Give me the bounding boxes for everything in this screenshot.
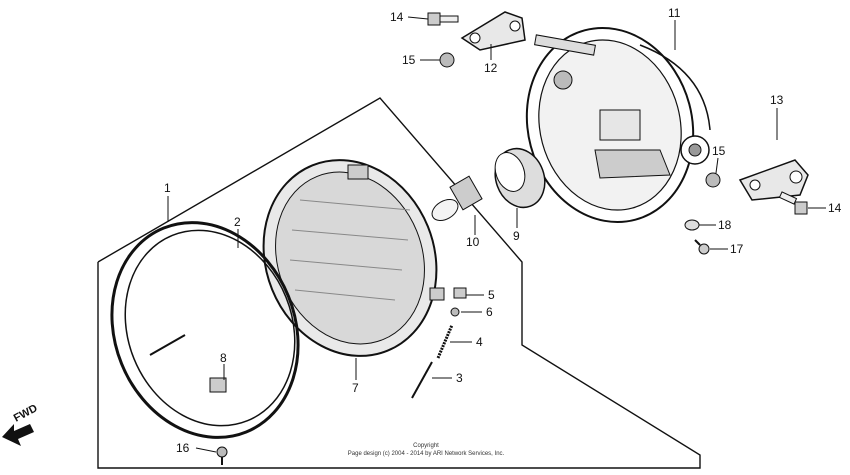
part-washer-18 [684, 219, 700, 231]
callout-18: 18 [718, 218, 732, 232]
part-nut-15-right [705, 172, 721, 188]
part-sealed-beam-7 [262, 159, 445, 357]
leader-lines [167, 16, 826, 453]
part-spring-4 [436, 324, 454, 359]
callout-17: 17 [730, 242, 744, 256]
part-nut-6 [450, 307, 460, 317]
part-screw-3 [411, 361, 433, 399]
part-nut-5 [453, 287, 467, 299]
callout-1: 1 [164, 181, 171, 195]
callout-numbers: 1 2 3 4 5 6 7 8 9 10 11 12 13 14 14 15 1… [164, 6, 842, 455]
callout-12: 12 [484, 61, 498, 75]
part-bolt-14-top [427, 12, 459, 26]
copyright-line-2: Page design (c) 2004 - 2014 by ARI Netwo… [348, 451, 505, 457]
callout-10: 10 [466, 235, 480, 249]
part-rim-2 [124, 229, 296, 427]
part-socket-9 [494, 147, 546, 209]
callout-4: 4 [476, 335, 483, 349]
callout-2: 2 [234, 215, 241, 229]
callout-8: 8 [220, 351, 227, 365]
part-bracket-13 [738, 159, 809, 201]
part-screw-17 [694, 239, 710, 255]
callout-15-top: 15 [402, 53, 416, 67]
part-headlight-case [525, 26, 711, 224]
callout-3: 3 [456, 371, 463, 385]
callout-6: 6 [486, 305, 493, 319]
callout-9: 9 [513, 229, 520, 243]
part-bracket-12 [460, 11, 526, 51]
fwd-label: FWD [12, 402, 40, 424]
assembly-boundary [97, 97, 701, 469]
callout-15-right: 15 [712, 144, 726, 158]
callout-14-top: 14 [390, 10, 404, 24]
part-nut-15-top [439, 52, 455, 68]
callout-7: 7 [352, 381, 359, 395]
part-bolt-14-right [778, 191, 808, 215]
forward-direction-arrow: FWD [2, 402, 40, 446]
callout-11: 11 [668, 6, 681, 20]
copyright-line-1: Copyright [413, 443, 439, 449]
callout-13: 13 [770, 93, 784, 107]
callout-14-right: 14 [828, 201, 842, 215]
callout-5: 5 [488, 288, 495, 302]
part-rim-1 [110, 221, 300, 439]
callout-16: 16 [176, 441, 190, 455]
part-bulb-10 [431, 175, 483, 221]
part-screw-16 [216, 446, 228, 465]
part-clip-8 [209, 377, 227, 393]
